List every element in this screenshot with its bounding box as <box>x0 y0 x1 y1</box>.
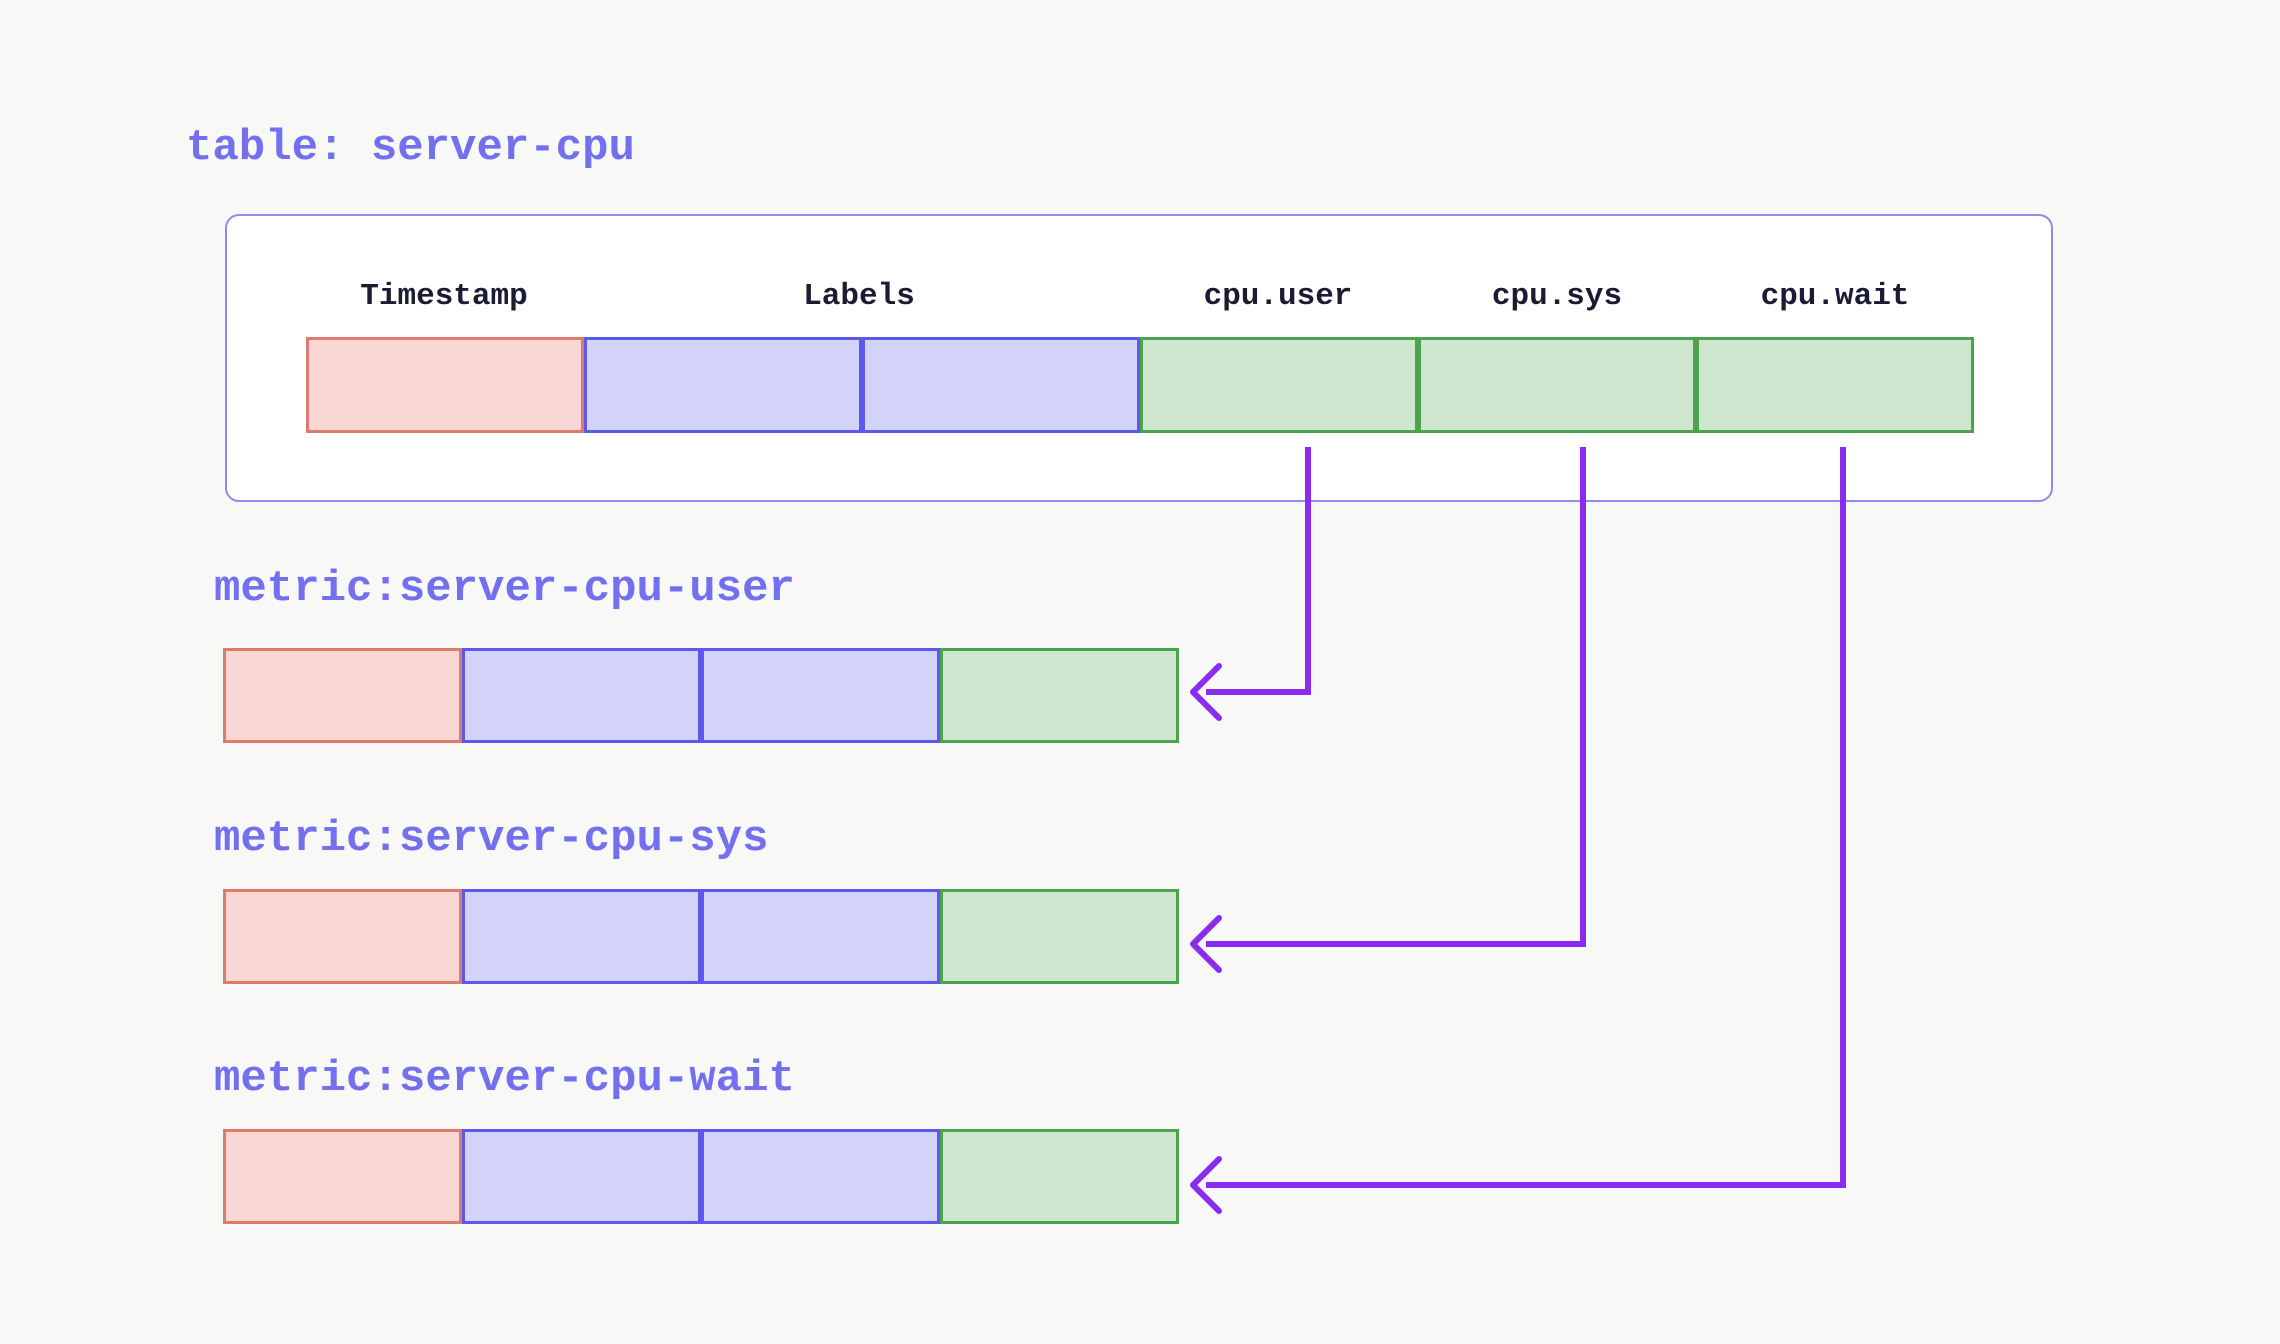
column-header-cpu-sys: cpu.sys <box>1491 279 1623 314</box>
metric-sys-cell-labels-2 <box>701 889 940 984</box>
table-cell-labels-2 <box>862 337 1140 433</box>
table-title: table: server-cpu <box>186 123 635 173</box>
table-cell-cpu-sys <box>1418 337 1696 433</box>
arrow-left-icon <box>1190 663 1222 721</box>
metric-title-cpu-wait: metric:server-cpu-wait <box>214 1054 795 1104</box>
metric-wait-cell-labels-1 <box>462 1129 701 1224</box>
metric-user-cell-timestamp <box>223 648 462 743</box>
metric-wait-cell-timestamp <box>223 1129 462 1224</box>
metric-user-cell-labels-2 <box>701 648 940 743</box>
arrow-left-icon <box>1190 915 1222 973</box>
metric-title-cpu-sys: metric:server-cpu-sys <box>214 814 769 864</box>
column-header-cpu-user: cpu.user <box>1203 279 1353 314</box>
metric-sys-cell-labels-1 <box>462 889 701 984</box>
arrow-left-icon <box>1190 1156 1222 1214</box>
arrow-cpu-wait-to-metric-wait <box>1190 447 1846 1214</box>
arrow-line <box>1206 447 1846 1188</box>
column-header-timestamp: Timestamp <box>360 279 528 314</box>
arrow-cpu-sys-to-metric-sys <box>1190 447 1586 973</box>
table-cell-labels-1 <box>584 337 862 433</box>
metric-wait-cell-labels-2 <box>701 1129 940 1224</box>
column-header-labels: Labels <box>803 279 915 314</box>
table-cell-cpu-user <box>1140 337 1418 433</box>
metric-title-cpu-user: metric:server-cpu-user <box>214 564 795 614</box>
metric-user-cell-labels-1 <box>462 648 701 743</box>
column-header-cpu-wait: cpu.wait <box>1760 279 1910 314</box>
metric-wait-cell-value <box>940 1129 1179 1224</box>
table-cell-cpu-wait <box>1696 337 1974 433</box>
metric-sys-cell-timestamp <box>223 889 462 984</box>
metric-sys-cell-value <box>940 889 1179 984</box>
metric-user-cell-value <box>940 648 1179 743</box>
arrow-line <box>1206 447 1586 947</box>
table-cell-timestamp <box>306 337 584 433</box>
